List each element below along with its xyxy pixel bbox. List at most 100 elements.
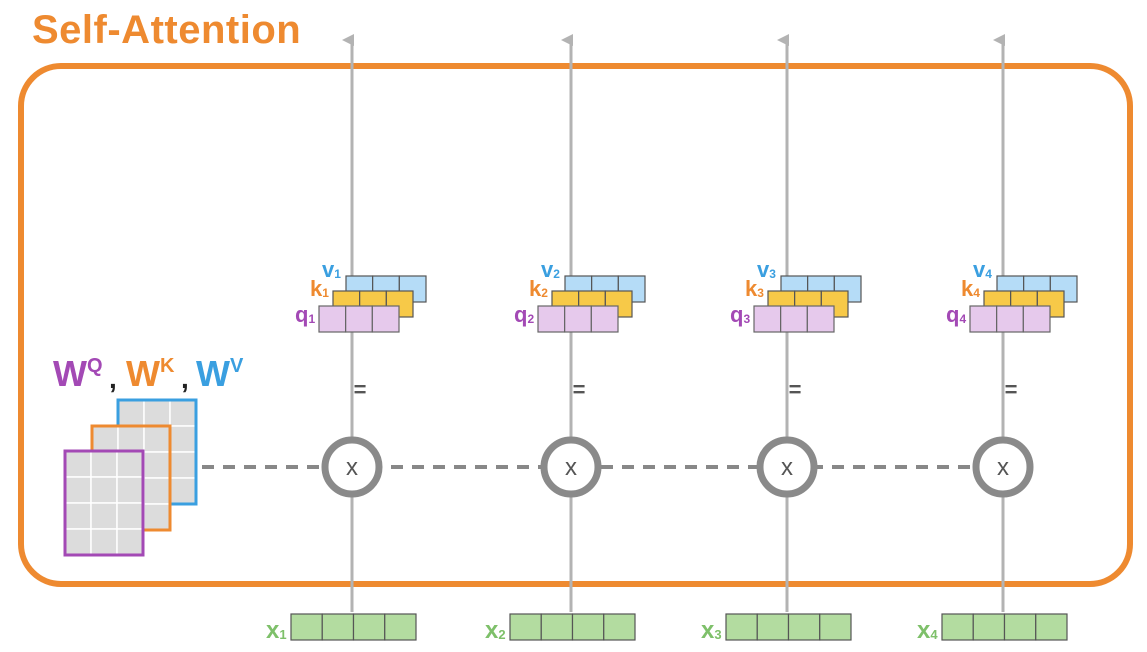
value-weight-matrix-cell — [169, 399, 197, 427]
input-vector-2-cell — [571, 613, 605, 641]
multiply-operator-2 — [540, 436, 602, 498]
key-label-3: k3 — [745, 276, 764, 301]
key-weight-matrix-cell — [143, 503, 171, 531]
input-vector-1-cell — [321, 613, 355, 641]
value-weight-matrix-cell — [169, 425, 197, 453]
query-vector-1 — [318, 305, 400, 333]
input-vector-1-cell — [352, 613, 386, 641]
query-weight-matrix-cell — [64, 528, 92, 556]
value-weight-matrix-cell — [169, 477, 197, 505]
input-vector-3-cell — [756, 613, 790, 641]
value-weight-matrix-cell — [169, 451, 197, 479]
input-label-2: x2 — [485, 617, 506, 644]
value-weight-matrix-cell — [143, 399, 171, 427]
input-vector-3-cell — [819, 613, 852, 641]
key-weight-label: WK — [126, 353, 175, 394]
multiply-operator-4 — [972, 436, 1034, 498]
query-label-2: q2 — [514, 302, 534, 327]
weight-separator-1: , — [109, 363, 117, 394]
input-vector-4-cell — [1035, 613, 1068, 641]
query-vector-3-cell — [780, 305, 808, 333]
multiply-operator-3 — [756, 436, 818, 498]
equals-sign-2: = — [573, 377, 586, 402]
query-vector-4-cell — [1022, 305, 1051, 333]
diagram-title: Self-Attention — [32, 8, 302, 52]
query-weight-matrix-cell — [116, 528, 144, 556]
query-vector-2-cell — [590, 305, 619, 333]
multiply-symbol-3: x — [781, 454, 793, 481]
query-vector-4 — [969, 305, 1051, 333]
equals-sign-1: = — [354, 377, 367, 402]
value-label-2: v2 — [541, 257, 560, 282]
input-vector-2-cell — [603, 613, 636, 641]
query-vector-4-cell — [969, 305, 998, 333]
query-vector-2-cell — [537, 305, 566, 333]
key-label-2: k2 — [529, 276, 548, 301]
key-weight-matrix-cell — [91, 425, 119, 453]
input-label-3: x3 — [701, 617, 722, 644]
query-weight-matrix-cell — [64, 450, 92, 478]
query-weight-matrix — [63, 449, 145, 557]
multiply-operator-1 — [321, 436, 383, 498]
query-vector-3 — [753, 305, 835, 333]
weight-separator-2: , — [181, 363, 189, 394]
query-vector-1-cell — [318, 305, 347, 333]
query-weight-label: WQ — [53, 353, 103, 394]
equals-sign-3: = — [789, 377, 802, 402]
query-weight-matrix-cell — [90, 502, 118, 530]
value-label-1: v1 — [322, 257, 341, 282]
input-label-4: x4 — [917, 617, 938, 644]
query-vector-3-cell — [806, 305, 835, 333]
multiply-symbol-2: x — [565, 454, 577, 481]
value-weight-label: WV — [196, 353, 244, 394]
input-vector-4-cell — [972, 613, 1006, 641]
query-weight-matrix-border — [63, 449, 145, 557]
key-weight-matrix-cell — [143, 451, 171, 479]
input-vector-4-cell — [1003, 613, 1037, 641]
key-weight-matrix-cell — [143, 477, 171, 505]
query-label-1: q1 — [295, 302, 315, 327]
input-vector-3-cell — [725, 613, 758, 641]
query-vector-3-cell — [753, 305, 782, 333]
input-vector-1-cell — [290, 613, 323, 641]
key-label-4: k4 — [961, 276, 980, 301]
query-label-3: q3 — [730, 302, 750, 327]
input-vector-4-cell — [941, 613, 974, 641]
input-vector-3-cell — [787, 613, 821, 641]
key-weight-matrix-cell — [143, 425, 171, 453]
query-weight-matrix-cell — [90, 528, 118, 556]
equals-sign-4: = — [1005, 377, 1018, 402]
key-label-1: k1 — [310, 276, 329, 301]
value-label-4: v4 — [973, 257, 992, 282]
input-vector-3 — [725, 613, 852, 641]
input-vector-1-cell — [384, 613, 417, 641]
value-label-3: v3 — [757, 257, 776, 282]
value-weight-matrix-cell — [117, 399, 145, 427]
query-weight-matrix-cell — [90, 476, 118, 504]
key-weight-matrix-cell — [117, 425, 145, 453]
multiply-symbol-4: x — [997, 454, 1009, 481]
input-vector-2 — [509, 613, 636, 641]
input-vector-2-cell — [540, 613, 574, 641]
multiply-symbol-1: x — [346, 454, 358, 481]
query-vector-1-cell — [345, 305, 373, 333]
input-label-1: x1 — [266, 617, 287, 644]
query-weight-matrix-cell — [116, 476, 144, 504]
query-weight-matrix-cell — [90, 450, 118, 478]
query-vector-2 — [537, 305, 619, 333]
query-weight-matrix-cell — [64, 476, 92, 504]
key-vector-1 — [332, 290, 414, 318]
input-vector-2-cell — [509, 613, 542, 641]
input-vector-4 — [941, 613, 1068, 641]
query-weight-matrix-cell — [116, 450, 144, 478]
query-vector-4-cell — [996, 305, 1024, 333]
query-weight-matrix-cell — [116, 502, 144, 530]
query-vector-1-cell — [371, 305, 400, 333]
query-weight-matrix-cell — [64, 502, 92, 530]
self-attention-frame — [18, 63, 1133, 587]
query-label-4: q4 — [946, 302, 966, 327]
input-vector-1 — [290, 613, 417, 641]
query-vector-2-cell — [564, 305, 592, 333]
